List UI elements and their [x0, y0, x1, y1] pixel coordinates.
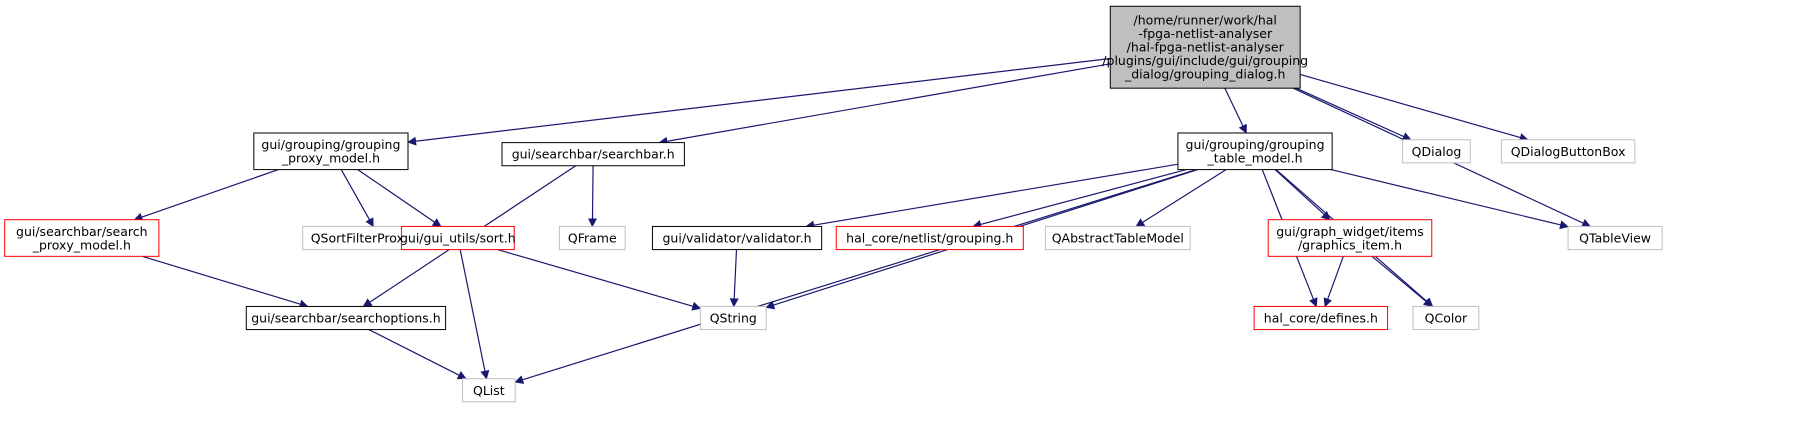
node-searchoptions-label-line: gui/searchbar/searchoptions.h — [251, 311, 440, 326]
node-root-label-line: /home/runner/work/hal — [1134, 13, 1277, 28]
node-netlist-grouping-label-line: hal_core/netlist/grouping.h — [846, 231, 1013, 246]
node-root[interactable]: /home/runner/work/hal-fpga-netlist-analy… — [1102, 5, 1308, 89]
node-grouping-proxy-model-label-line: gui/grouping/grouping — [261, 137, 400, 152]
node-qtableview-label-line: QTableView — [1579, 231, 1651, 246]
node-graphics-item-label-line: gui/graph_widget/items — [1276, 224, 1424, 239]
node-qframe: QFrame — [558, 225, 626, 251]
node-grouping-table-model-label-line: gui/grouping/grouping — [1186, 137, 1325, 152]
edge-grouping_table_model-to-qlist — [514, 169, 1197, 384]
node-root-label-line: -fpga-netlist-analyser — [1138, 26, 1273, 41]
edge-root-to-searchbar — [658, 63, 1111, 146]
edge-searchbar-to-qframe — [587, 165, 597, 228]
edge-searchoptions-to-qlist — [368, 329, 467, 380]
node-netlist-grouping[interactable]: hal_core/netlist/grouping.h — [835, 225, 1024, 251]
node-search-proxy-model-label-line: _proxy_model.h — [32, 237, 131, 252]
node-netlist-grouping-box — [835, 225, 1024, 251]
edge-grouping_proxy_model-to-sort — [357, 169, 442, 227]
node-graphics-item-label-line: /graphics_item.h — [1298, 237, 1402, 252]
node-qabstracttablemodel-label-line: QAbstractTableModel — [1052, 231, 1184, 246]
edge-grouping_table_model-to-graphics_item — [1274, 169, 1331, 221]
node-grouping-proxy-model-label-line: _proxy_model.h — [281, 151, 380, 166]
edge-validator-to-qstring — [729, 249, 739, 308]
edge-grouping_proxy_model-to-search_proxy_model — [133, 169, 279, 222]
node-qframe-box — [558, 225, 626, 251]
node-validator-box — [651, 225, 823, 251]
node-qdialog-label-line: QDialog — [1412, 144, 1462, 159]
node-qlist-label-line: QList — [473, 383, 505, 398]
edge-root-to-grouping_table_model — [1224, 87, 1247, 134]
node-qlist-box — [462, 378, 516, 403]
node-qtableview: QTableView — [1567, 225, 1663, 251]
node-grouping-table-model-box — [1177, 132, 1333, 171]
node-graphics-item[interactable]: gui/graph_widget/items/graphics_item.h — [1267, 219, 1433, 257]
node-qstring-box — [699, 305, 767, 331]
edge-grouping_table_model-to-qtableview — [1330, 169, 1569, 230]
node-graphics-item-box — [1267, 219, 1433, 257]
edge-sort-to-qstring — [497, 249, 702, 311]
node-qabstracttablemodel-box — [1044, 225, 1191, 251]
node-qdialog: QDialog — [1402, 139, 1471, 164]
node-qcolor-box — [1412, 305, 1480, 331]
node-search-proxy-model-box — [4, 219, 160, 257]
node-qtableview-box — [1567, 225, 1663, 251]
edge-grouping_table_model-to-validator — [805, 163, 1179, 230]
node-grouping-table-model[interactable]: gui/grouping/grouping_table_model.h — [1177, 132, 1333, 171]
edge-grouping_table_model-to-netlist_grouping — [972, 169, 1187, 229]
edge-sort-to-qlist — [459, 249, 490, 380]
nodes-layer: /home/runner/work/hal-fpga-netlist-analy… — [4, 5, 1663, 403]
node-qdialogbuttonbox-box — [1500, 139, 1636, 164]
node-defines[interactable]: hal_core/defines.h — [1253, 305, 1389, 331]
node-root-label-line: /plugins/gui/include/gui/grouping — [1102, 53, 1308, 68]
node-searchbar-label-line: gui/searchbar/searchbar.h — [512, 147, 675, 162]
node-validator[interactable]: gui/validator/validator.h — [651, 225, 823, 251]
node-root-label-line: /hal-fpga-netlist-analyser — [1127, 40, 1285, 55]
edge-grouping_proxy_model-to-qsortfilterproxymodel — [340, 169, 374, 228]
node-search-proxy-model-label-line: gui/searchbar/search — [16, 224, 148, 239]
edges-layer — [133, 57, 1592, 384]
node-grouping-table-model-label-line: _table_model.h — [1207, 151, 1303, 166]
edge-grouping_table_model-to-qabstracttablemodel — [1135, 169, 1227, 227]
node-qstring: QString — [699, 305, 767, 331]
node-searchbar-box — [501, 142, 685, 167]
node-defines-box — [1253, 305, 1389, 331]
node-searchoptions-box — [245, 305, 447, 331]
node-qcolor: QColor — [1412, 305, 1480, 331]
node-qdialog-box — [1402, 139, 1471, 164]
edge-graphics_item-to-qcolor — [1371, 255, 1433, 308]
edge-root-to-grouping_proxy_model — [407, 57, 1111, 146]
node-validator-label-line: gui/validator/validator.h — [663, 231, 812, 246]
edge-root-to-qdialogbuttonbox — [1299, 73, 1529, 142]
edge-search_proxy_model-to-searchoptions — [142, 255, 309, 309]
node-defines-label-line: hal_core/defines.h — [1264, 311, 1378, 326]
node-root-label-line: _dialog/grouping_dialog.h — [1124, 67, 1286, 82]
node-sort-label-line: gui/gui_utils/sort.h — [400, 231, 516, 246]
node-qdialogbuttonbox-label-line: QDialogButtonBox — [1511, 144, 1626, 159]
node-qabstracttablemodel: QAbstractTableModel — [1044, 225, 1191, 251]
edge-root-to-qdialog — [1295, 87, 1412, 141]
edge-graphics_item-to-defines — [1323, 256, 1344, 308]
node-searchoptions[interactable]: gui/searchbar/searchoptions.h — [245, 305, 447, 331]
node-qframe-label-line: QFrame — [568, 231, 617, 246]
node-root-box — [1109, 5, 1301, 89]
node-qstring-label-line: QString — [710, 311, 757, 326]
node-sort-box — [400, 225, 515, 251]
node-searchbar[interactable]: gui/searchbar/searchbar.h — [501, 142, 685, 167]
node-grouping-proxy-model-box — [253, 132, 409, 171]
node-grouping-proxy-model[interactable]: gui/grouping/grouping_proxy_model.h — [253, 132, 409, 171]
node-search-proxy-model[interactable]: gui/searchbar/search_proxy_model.h — [4, 219, 160, 257]
node-sort[interactable]: gui/gui_utils/sort.h — [400, 225, 516, 251]
node-qlist: QList — [462, 378, 516, 403]
node-qcolor-label-line: QColor — [1425, 311, 1468, 326]
node-qdialogbuttonbox: QDialogButtonBox — [1500, 139, 1636, 164]
